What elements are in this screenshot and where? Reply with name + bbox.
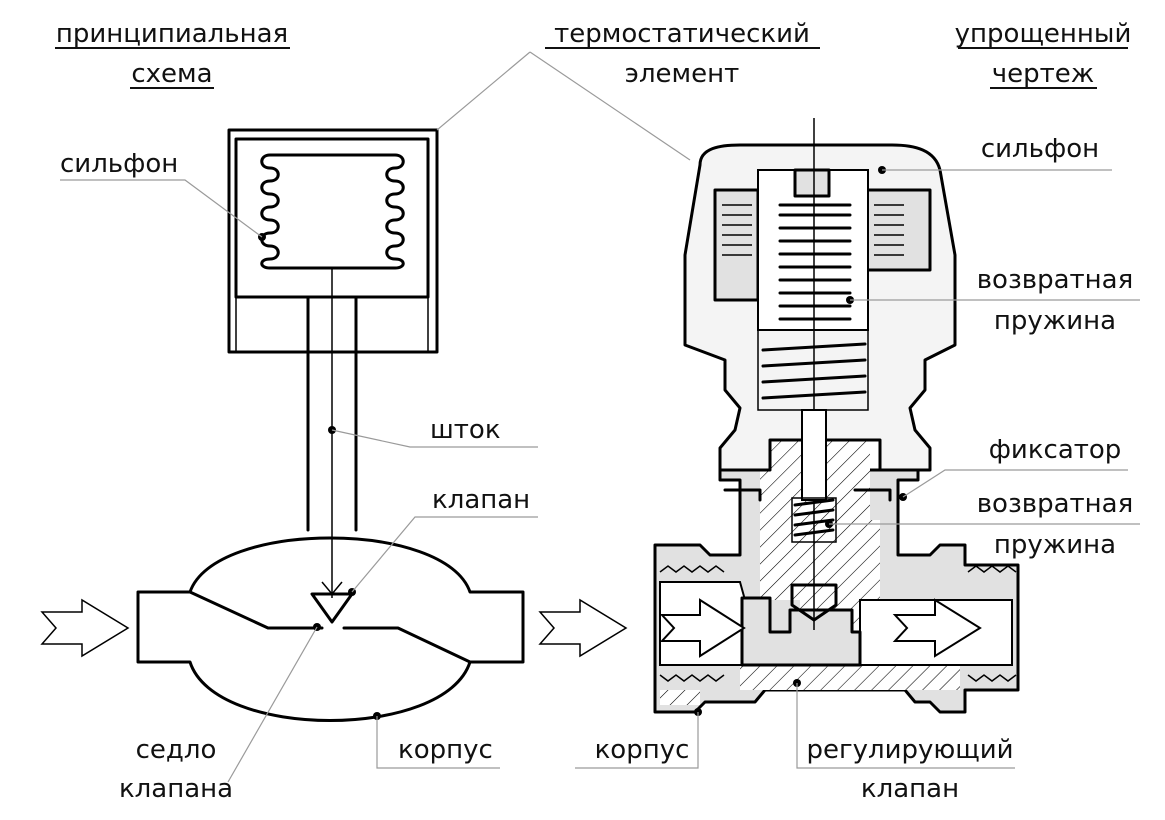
label-body-right: корпус: [595, 735, 690, 765]
thermo-element-title-line1: термостатический: [554, 19, 810, 49]
label-return-spring-1-line1: возвратная: [977, 265, 1134, 295]
label-return-spring-2-line2: пружина: [994, 530, 1116, 560]
principal-title-line2: схема: [131, 59, 212, 89]
flow-arrow-icon: [538, 598, 628, 658]
label-return-spring-1-line2: пружина: [994, 306, 1116, 336]
label-bellows-right: сильфон: [981, 134, 1099, 164]
flow-arrow-icon: [659, 598, 746, 658]
label-stem: шток: [430, 415, 501, 445]
simplified-title-line2: чертеж: [992, 59, 1094, 89]
retainer-clips: [723, 488, 892, 502]
upper-return-spring: [778, 203, 852, 321]
thermo-element-title-line2: элемент: [625, 59, 740, 89]
label-seat-line1: седло: [136, 735, 217, 765]
valve-body-shape: [136, 536, 525, 722]
label-control-valve-line2: клапан: [861, 774, 959, 804]
simplified-title-line1: упрощенный: [955, 19, 1132, 49]
lower-return-spring: [793, 498, 835, 537]
label-bellows-left: сильфон: [60, 149, 178, 179]
label-seat-line2: клапана: [119, 774, 233, 804]
label-body-left: корпус: [398, 735, 493, 765]
flow-arrow-icon: [40, 598, 130, 658]
titles: принципиальная схема термостатический эл…: [55, 19, 1131, 89]
valve-plug: [310, 592, 354, 624]
bellows-shape: [260, 153, 405, 270]
simplified-drawing: сильфон возвратная пружина фиксатор возв…: [529, 51, 1140, 804]
principal-title-line1: принципиальная: [56, 19, 288, 49]
valve-seat: [188, 590, 324, 630]
label-retainer: фиксатор: [989, 435, 1122, 465]
thermo-head-outer: [227, 128, 439, 354]
flow-arrow-icon: [892, 598, 982, 658]
label-return-spring-2-line1: возвратная: [977, 489, 1134, 519]
label-control-valve-line1: регулирующий: [806, 735, 1013, 765]
control-valve-plug: [790, 583, 838, 622]
label-valve: клапан: [432, 485, 530, 515]
principal-scheme: сильфон шток клапан седло клапана корпус: [40, 51, 538, 804]
